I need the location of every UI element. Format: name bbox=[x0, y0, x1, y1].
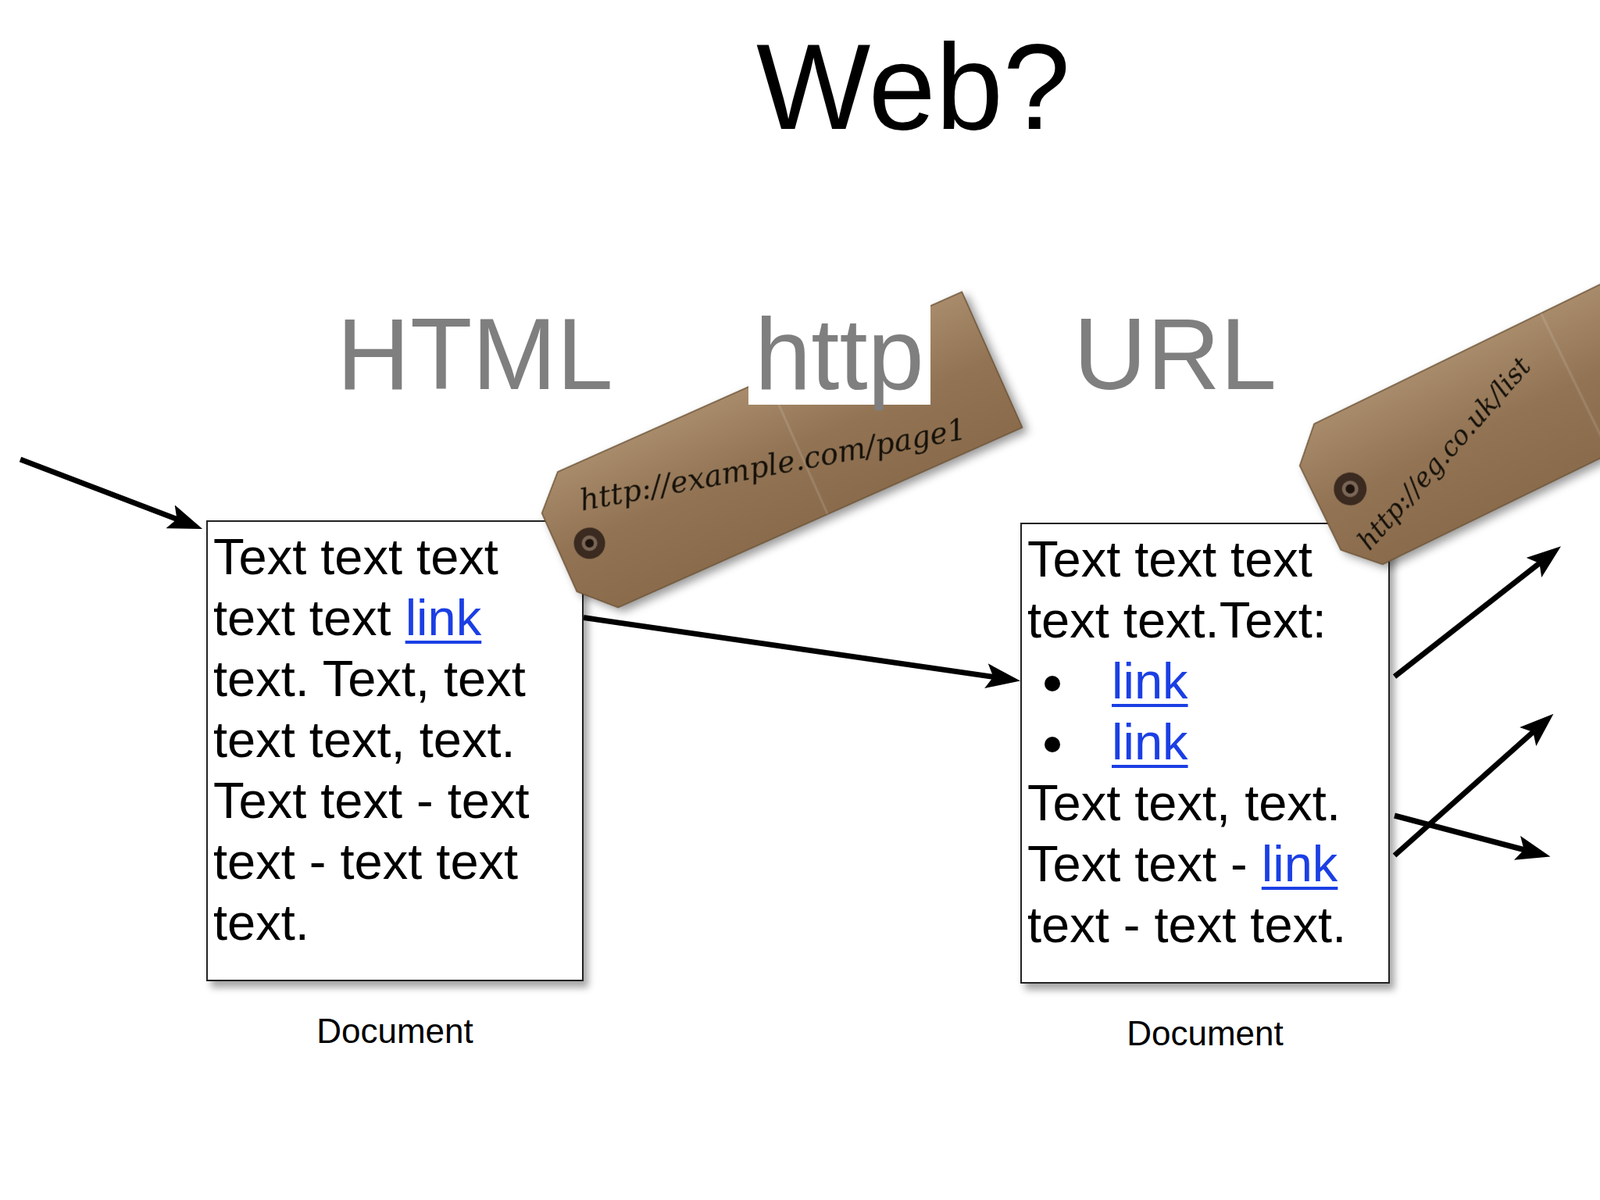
heading-label: HTML bbox=[336, 303, 614, 405]
heading-label-text: http bbox=[754, 296, 925, 411]
hyperlink-text: link bbox=[1111, 652, 1189, 710]
heading-label: http bbox=[748, 303, 931, 405]
document-node: Text text text text text link text. Text… bbox=[206, 520, 584, 1053]
document-caption: Document bbox=[1020, 1013, 1390, 1055]
document-box: Text text text text text link text. Text… bbox=[206, 520, 584, 982]
bullet-item: link bbox=[1027, 711, 1383, 773]
bullet-item: link bbox=[1027, 650, 1383, 712]
tag-hole bbox=[583, 537, 596, 550]
tag-shape bbox=[528, 292, 1022, 621]
heading-label-text: URL bbox=[1073, 296, 1277, 411]
heading-label: URL bbox=[1073, 303, 1277, 405]
hyperlink-text: link bbox=[1111, 713, 1189, 771]
tag-shape bbox=[1285, 211, 1600, 579]
link-list: linklink bbox=[1027, 650, 1383, 773]
hyperlink-text: link bbox=[405, 589, 483, 647]
diagram-title: Web? bbox=[444, 26, 1383, 148]
tag-hole bbox=[1343, 482, 1357, 496]
body-text: Text text text text text.Text: bbox=[1027, 530, 1327, 649]
body-text: text - text text. bbox=[1027, 896, 1347, 954]
link-arrow bbox=[583, 617, 1010, 680]
outgoing-arrow bbox=[1394, 721, 1546, 856]
document-box: Text text text text text.Text:linklinkTe… bbox=[1020, 522, 1390, 984]
url-tag: http://eg.co.uk/list bbox=[1285, 211, 1600, 579]
tag-hole-ring bbox=[568, 522, 611, 565]
tag-fold bbox=[1540, 313, 1600, 454]
outgoing-arrow bbox=[1394, 553, 1553, 677]
body-text: text. Text, text text text, text. Text t… bbox=[213, 650, 530, 951]
tag-hole-ring bbox=[1328, 467, 1372, 511]
document-node: Text text text text text.Text:linklinkTe… bbox=[1020, 522, 1390, 1055]
heading-label-text: HTML bbox=[336, 296, 614, 411]
document-caption: Document bbox=[206, 1010, 584, 1053]
incoming-arrow bbox=[20, 459, 193, 525]
luggage-tag bbox=[1285, 211, 1600, 579]
tag-hole-rim bbox=[1339, 478, 1361, 500]
tag-hole-rim bbox=[578, 532, 600, 554]
hyperlink-text: link bbox=[1261, 835, 1339, 893]
